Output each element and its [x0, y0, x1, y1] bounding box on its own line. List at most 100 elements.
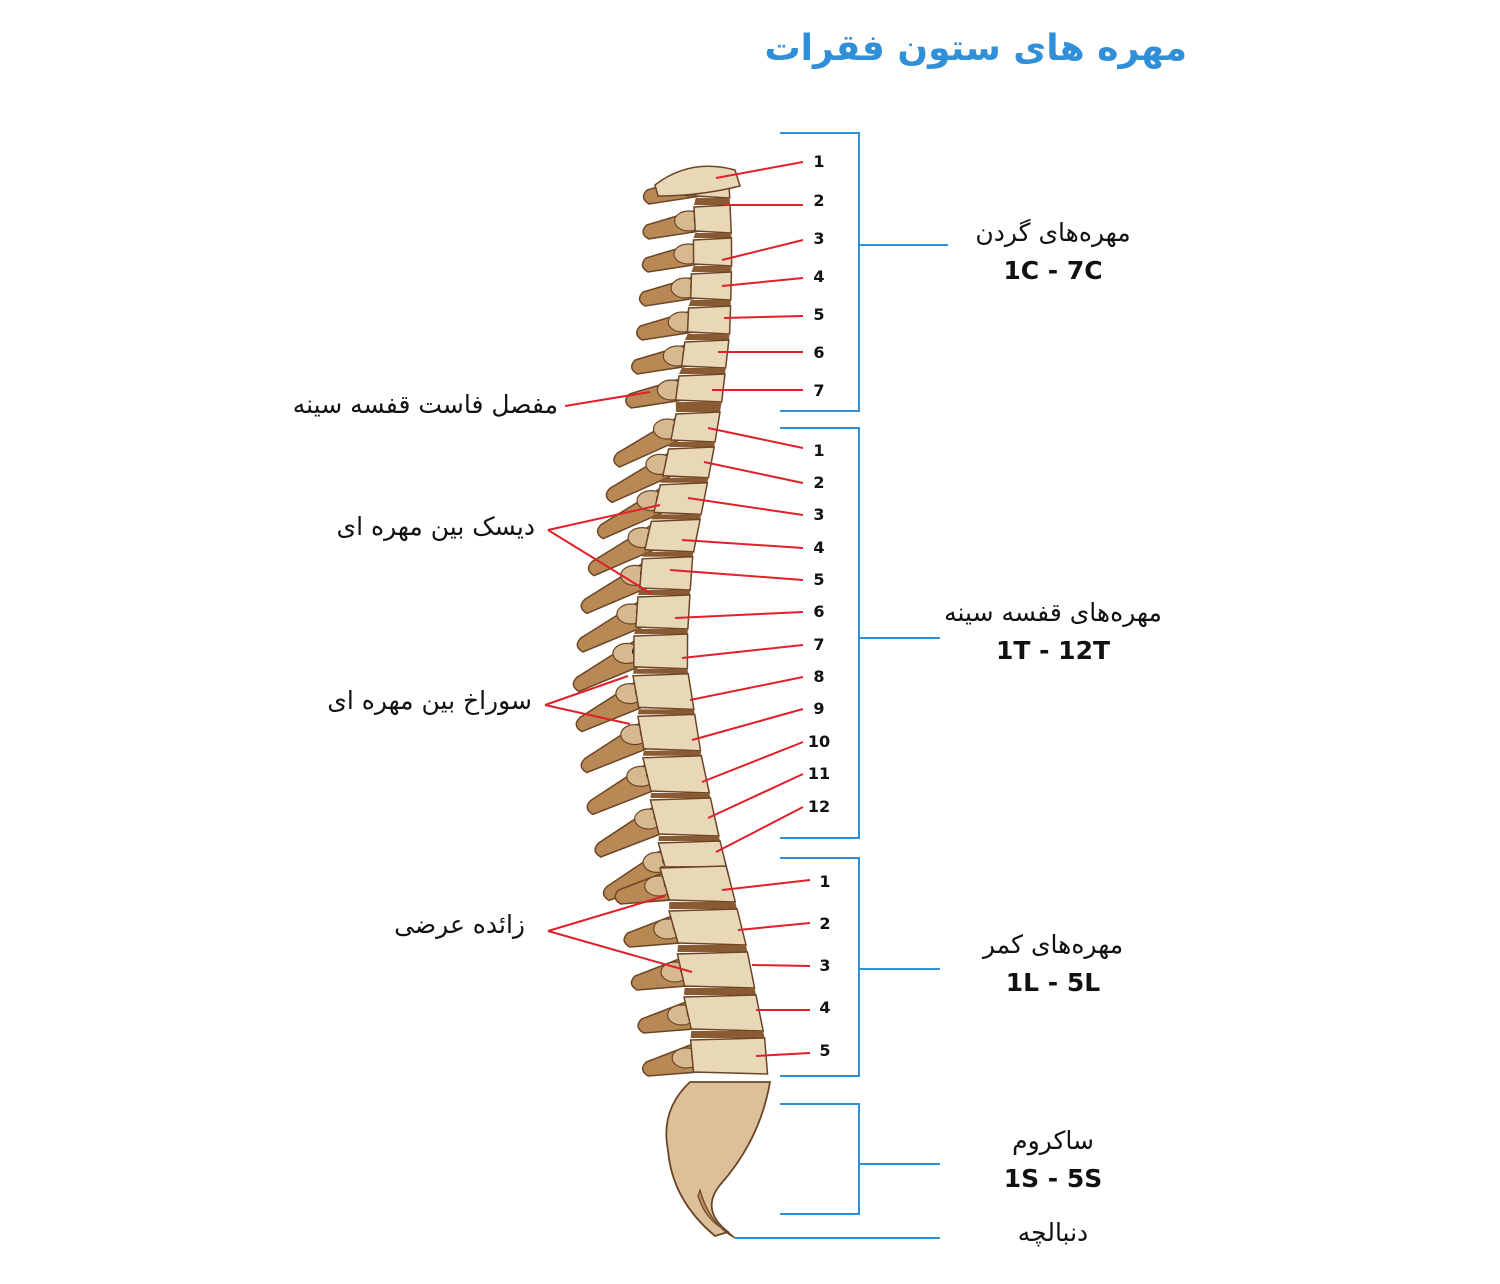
- leader-line: [703, 461, 804, 484]
- coccyx-name: دنبالچه: [1017, 1218, 1089, 1247]
- callout-leader-line: [547, 529, 653, 595]
- cervical-number: 7: [813, 381, 825, 400]
- intervertebral-disc: [684, 988, 756, 995]
- callout-foramen: سوراخ بین مهره ای: [327, 686, 532, 715]
- intervertebral-disc: [642, 750, 702, 756]
- intervertebral-disc: [642, 551, 694, 557]
- intervertebral-disc: [688, 300, 731, 306]
- intervertebral-disc: [633, 629, 688, 634]
- vertebral-body: [683, 994, 765, 1032]
- page-title: مهره های ستون فقرات: [764, 28, 1187, 69]
- intervertebral-disc: [675, 402, 722, 412]
- vertebral-body: [689, 271, 733, 301]
- thoracic-number: 6: [813, 602, 825, 621]
- cervical-range: 1C - 7C: [1003, 256, 1103, 285]
- bracket-lumbar: [780, 857, 860, 1077]
- region-label-cervical: مهره‌های گردن 1C - 7C: [913, 214, 1193, 290]
- intervertebral-disc: [637, 709, 695, 715]
- thoracic-number: 9: [813, 699, 825, 718]
- leader-line: [707, 427, 804, 449]
- vertebral-body: [638, 556, 694, 591]
- lumbar-number: 5: [819, 1041, 831, 1060]
- callout-leader-line: [547, 504, 661, 531]
- intervertebral-disc: [668, 442, 715, 447]
- thoracic-number: 1: [813, 441, 825, 460]
- thoracic-number: 11: [807, 764, 831, 783]
- lumbar-name: مهره‌های کمر: [982, 930, 1124, 959]
- intervertebral-disc: [669, 902, 738, 909]
- intervertebral-disc: [684, 334, 730, 340]
- thoracic-number: 3: [813, 505, 825, 524]
- cervical-number: 6: [813, 343, 825, 362]
- callout-facet-joint: مفصل فاست قفسه سینه: [292, 390, 558, 419]
- intervertebral-disc: [658, 836, 720, 841]
- leader-line: [701, 741, 804, 783]
- intervertebral-disc: [650, 793, 711, 798]
- coccyx-bone: [697, 1187, 736, 1239]
- vertebral-body: [643, 518, 702, 553]
- thoracic-number: 12: [807, 797, 831, 816]
- leader-line: [715, 161, 804, 179]
- lumbar-number: 3: [819, 956, 831, 975]
- thoracic-number: 4: [813, 538, 825, 557]
- leader-line: [687, 497, 804, 516]
- thoracic-number: 2: [813, 473, 825, 492]
- vertebral-body: [632, 673, 695, 711]
- vertebral-body: [635, 594, 691, 630]
- vertebral-body: [633, 633, 689, 670]
- leader-line: [691, 708, 804, 741]
- vertebral-body: [659, 865, 737, 903]
- intervertebral-disc: [677, 945, 748, 952]
- leader-line: [681, 539, 804, 549]
- cervical-number: 1: [813, 152, 825, 171]
- callout-leader-line: [564, 391, 651, 407]
- vertebral-body: [661, 446, 716, 479]
- callout-leader-line: [547, 930, 693, 973]
- intervertebral-disc: [694, 198, 730, 205]
- cervical-number: 5: [813, 305, 825, 324]
- cervical-number: 4: [813, 267, 825, 286]
- vertebral-body: [668, 908, 747, 946]
- leader-line: [669, 569, 804, 581]
- thoracic-name: مهره‌های قفسه سینه: [944, 598, 1162, 627]
- callout-leader-line: [544, 675, 629, 706]
- region-label-sacrum: ساکروم 1S - 5S: [913, 1122, 1193, 1198]
- region-label-thoracic: مهره‌های قفسه سینه 1T - 12T: [913, 594, 1193, 670]
- cervical-name: مهره‌های گردن: [975, 218, 1131, 247]
- leader-line: [723, 315, 804, 319]
- thoracic-number: 7: [813, 635, 825, 654]
- vertebral-body: [693, 204, 733, 234]
- vertebral-body: [689, 1037, 769, 1075]
- callout-leader-line: [544, 704, 631, 725]
- atlas-vertebra: [654, 165, 741, 197]
- intervertebral-disc: [693, 233, 732, 238]
- vertebral-body: [676, 951, 756, 989]
- thoracic-number: 8: [813, 667, 825, 686]
- vertebral-body: [637, 713, 702, 752]
- vertebral-body: [674, 373, 726, 403]
- leader-line: [721, 277, 804, 287]
- sacrum-name: ساکروم: [1012, 1126, 1094, 1155]
- lumbar-number: 2: [819, 914, 831, 933]
- leader-line: [715, 806, 804, 853]
- vertebral-body: [680, 339, 730, 369]
- leader-line: [737, 922, 811, 931]
- sacrum-range: 1S - 5S: [1003, 1164, 1103, 1193]
- callout-transverse: زائده عرضی: [394, 910, 525, 939]
- vertebral-body: [692, 237, 733, 267]
- callout-disc: دیسک بین مهره ای: [336, 512, 535, 541]
- region-label-coccyx: دنبالچه: [913, 1214, 1193, 1252]
- vertebral-body: [649, 797, 720, 837]
- intervertebral-disc: [690, 1031, 765, 1038]
- lumbar-range: 1L - 5L: [1005, 968, 1101, 997]
- region-label-lumbar: مهره‌های کمر 1L - 5L: [913, 926, 1193, 1002]
- leader-line: [689, 676, 804, 701]
- leader-line: [721, 239, 804, 261]
- thoracic-number: 5: [813, 570, 825, 589]
- thoracic-range: 1T - 12T: [995, 636, 1111, 665]
- leader-line: [681, 644, 804, 659]
- leader-line: [751, 964, 811, 967]
- vertebral-body: [686, 305, 732, 335]
- bracket-thoracic: [780, 427, 860, 839]
